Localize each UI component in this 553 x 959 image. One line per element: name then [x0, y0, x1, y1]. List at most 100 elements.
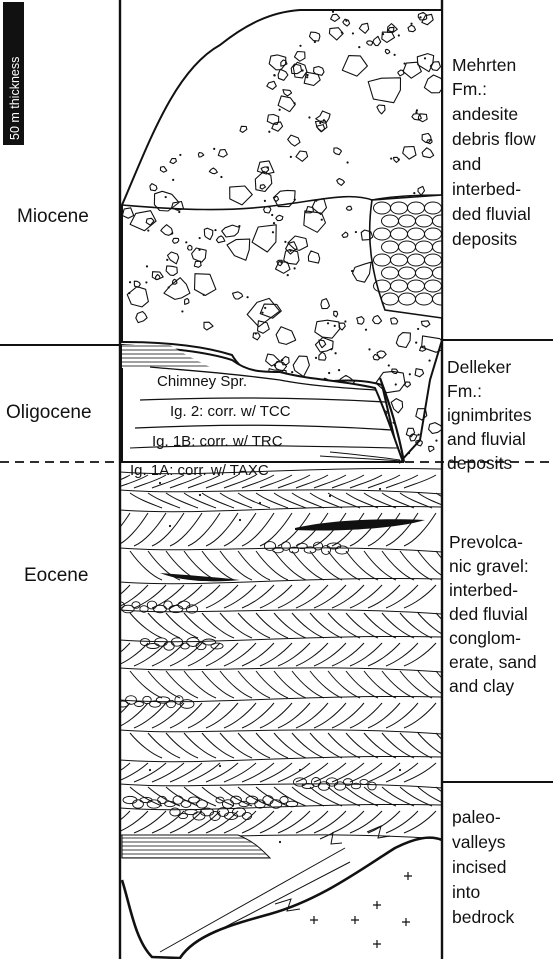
- pebble: [335, 546, 348, 554]
- cross-bed: [382, 493, 414, 508]
- pebble: [294, 778, 307, 786]
- bed-contact: [120, 784, 442, 788]
- grain-dot: [419, 16, 421, 18]
- grain-dot: [415, 111, 417, 113]
- pebble: [311, 778, 320, 787]
- grain-dot: [259, 502, 261, 504]
- epoch-miocene: Miocene: [17, 206, 89, 227]
- grain-dot: [338, 369, 340, 371]
- cross-bed: [274, 493, 306, 508]
- cross-bed: [292, 613, 324, 638]
- lignite-lens-1: [295, 519, 425, 530]
- unit-ig1a: Ig. 1A: corr. w/ TAXC: [130, 462, 269, 479]
- cross-bed: [220, 493, 252, 508]
- grain-dot: [147, 229, 149, 231]
- grain-dot: [149, 769, 151, 771]
- pebble: [147, 643, 160, 648]
- grain-dot: [323, 119, 325, 121]
- grain-dot: [129, 281, 131, 283]
- grain-dot: [355, 231, 357, 233]
- pebble: [264, 542, 275, 551]
- cross-bed: [292, 493, 324, 508]
- grain-dot: [185, 241, 187, 243]
- cross-bed: [314, 643, 346, 666]
- grain-dot: [287, 274, 289, 276]
- cross-bed: [310, 613, 342, 638]
- cross-bed: [346, 671, 378, 698]
- grain-dot: [264, 200, 266, 202]
- cross-bed: [256, 551, 288, 580]
- cross-bed: [170, 703, 202, 728]
- cross-bed: [238, 551, 270, 580]
- grain-dot: [145, 281, 147, 283]
- grain-dot: [165, 196, 167, 198]
- bed-contact: [120, 548, 442, 552]
- cross-bed: [278, 703, 310, 728]
- cross-bed: [332, 811, 364, 833]
- cross-bed: [310, 493, 342, 508]
- cross-bed: [314, 475, 346, 488]
- grain-dot: [358, 46, 360, 48]
- cross-bed: [256, 613, 288, 638]
- cross-bed: [242, 585, 274, 608]
- cross-bed: [368, 585, 400, 608]
- cross-bed: [296, 475, 328, 488]
- grain-dot: [435, 440, 437, 442]
- cross-bed: [130, 787, 162, 806]
- grain-dot: [199, 494, 201, 496]
- cross-bed: [418, 493, 450, 508]
- cross-bed: [310, 733, 342, 758]
- cross-bed: [350, 585, 382, 608]
- cross-bed: [148, 613, 180, 638]
- grain-dot: [178, 211, 180, 213]
- cross-bed: [404, 585, 436, 608]
- cross-bed: [296, 703, 328, 728]
- cross-bed: [224, 643, 256, 666]
- grain-dot: [284, 241, 286, 243]
- cross-bed: [98, 475, 130, 488]
- pebble: [156, 697, 170, 703]
- cross-bed: [134, 763, 166, 782]
- cross-bed: [418, 551, 450, 580]
- pebble: [185, 809, 197, 814]
- cross-bed: [350, 475, 382, 488]
- cross-bed: [382, 551, 414, 580]
- cross-bed: [364, 551, 396, 580]
- cross-bed: [418, 613, 450, 638]
- scale-bar-label: 50 m thickness: [8, 57, 22, 140]
- cross-bed: [260, 703, 292, 728]
- cross-bed: [386, 703, 418, 728]
- pebble: [318, 782, 329, 791]
- grain-dot: [395, 383, 397, 385]
- cross-bed: [382, 733, 414, 758]
- unit-chimney-spr: Chimney Spr.: [157, 373, 247, 390]
- formation-delleker: Delleker Fm.: ignimbrites and fluvial de…: [447, 357, 537, 473]
- grain-dot: [332, 11, 334, 13]
- cross-bed: [166, 671, 198, 698]
- cross-bed: [328, 671, 360, 698]
- grain-dot: [199, 237, 201, 239]
- cross-bed: [278, 475, 310, 488]
- cross-bed: [202, 613, 234, 638]
- cross-bed: [242, 811, 274, 833]
- clay-lens: [122, 835, 270, 858]
- cross-bed: [350, 811, 382, 833]
- cross-bed: [220, 671, 252, 698]
- cross-bed: [328, 733, 360, 758]
- cross-bed: [256, 733, 288, 758]
- cross-bed: [400, 493, 432, 508]
- cross-bed: [98, 811, 130, 833]
- cross-bed: [292, 787, 324, 806]
- unit-ig1b: Ig. 1B: corr. w/ TRC: [152, 433, 283, 450]
- cross-bed: [238, 493, 270, 508]
- pebble: [133, 800, 144, 808]
- cross-bed: [314, 585, 346, 608]
- grain-dot: [306, 76, 308, 78]
- grain-dot: [308, 116, 310, 118]
- grain-dot: [181, 310, 183, 312]
- grain-dot: [306, 74, 308, 76]
- pebble: [123, 796, 137, 803]
- cross-bed: [170, 585, 202, 608]
- pebble: [202, 639, 215, 645]
- cross-bed: [368, 475, 400, 488]
